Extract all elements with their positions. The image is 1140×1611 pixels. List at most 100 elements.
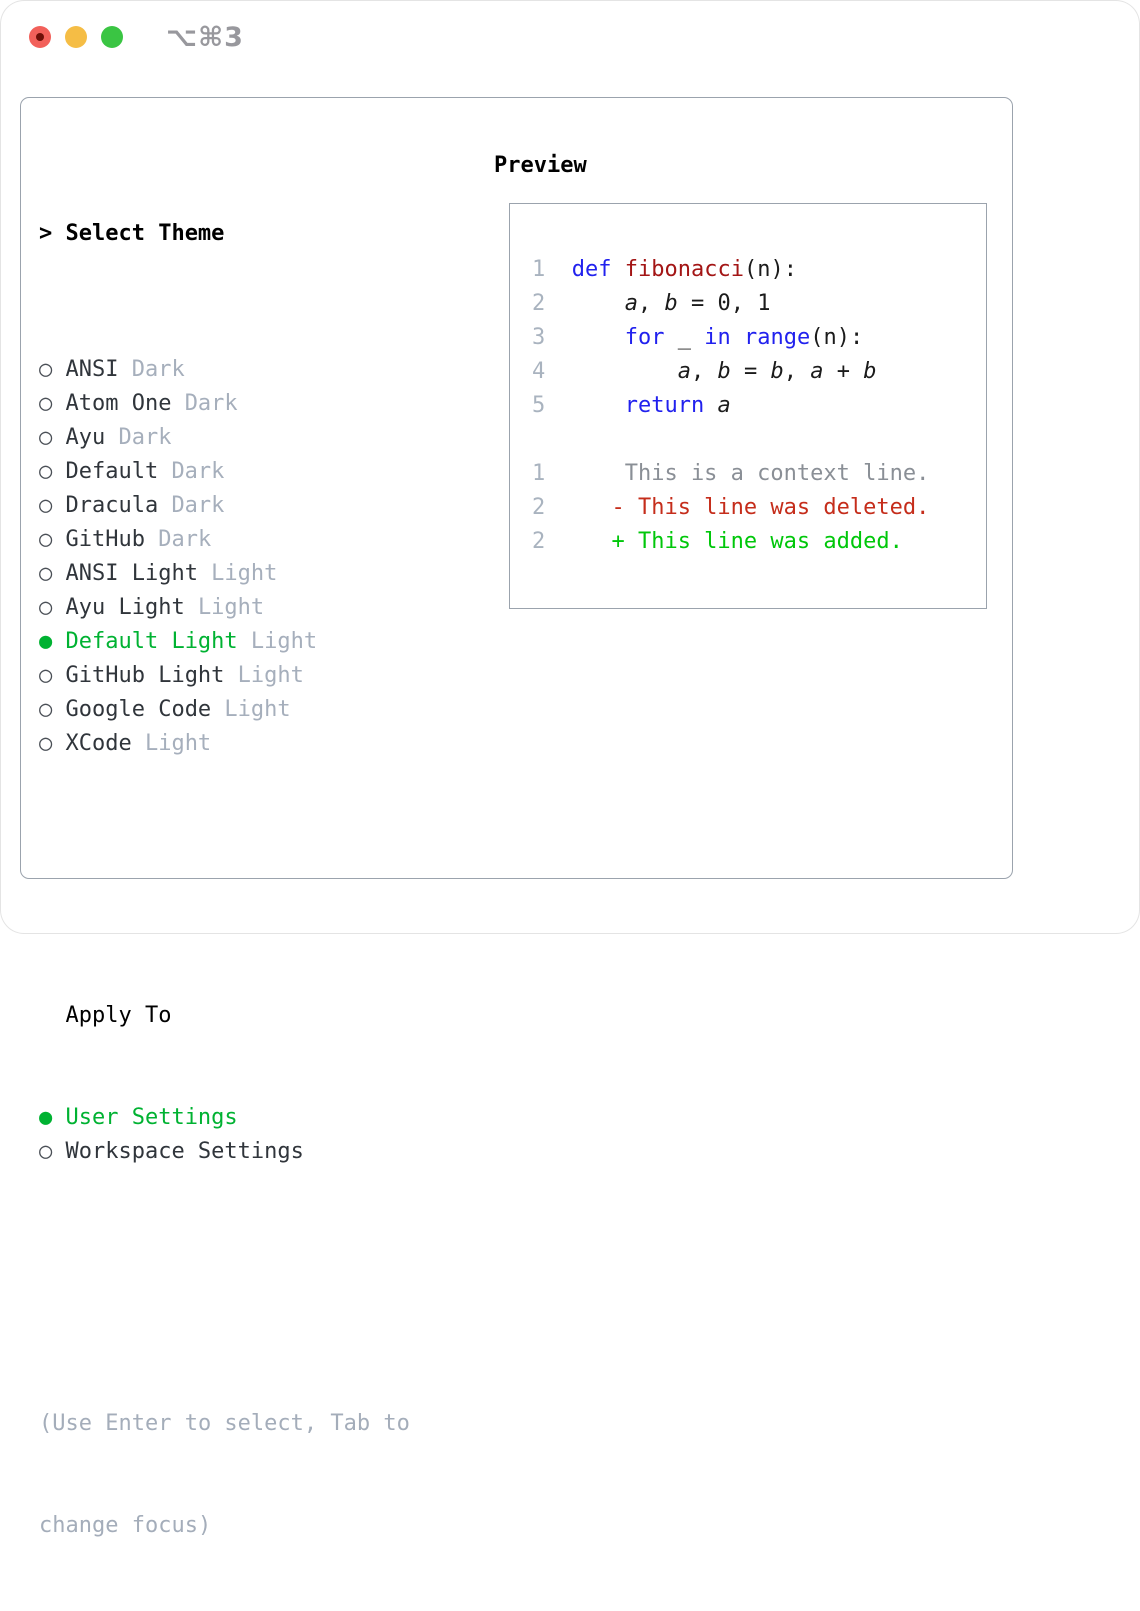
code-segment: b (863, 359, 877, 384)
help-text-line-2: change focus) (39, 1513, 212, 1538)
code-segment: b (717, 359, 731, 384)
radio-unselected-icon: ○ (39, 595, 53, 620)
theme-variant-label: Dark (171, 493, 225, 518)
theme-variant-label: Dark (131, 357, 185, 382)
theme-option-label: Ayu (65, 425, 106, 450)
code-segment: , (637, 291, 665, 316)
code-segment: (n): (810, 325, 864, 350)
preview-line: 2 a, b = 0, 1 (532, 287, 986, 321)
apply-option-label: Workspace Settings (65, 1139, 304, 1164)
zoom-button[interactable] (101, 26, 123, 48)
radio-unselected-icon: ○ (39, 357, 53, 382)
theme-option-label: Google Code (65, 697, 212, 722)
code-segment: def (571, 257, 612, 282)
theme-variant-label: Dark (184, 391, 238, 416)
minimize-button[interactable] (65, 26, 87, 48)
code-segment: a (717, 393, 731, 418)
theme-option-label: Dracula (65, 493, 159, 518)
radio-unselected-icon: ○ (39, 731, 53, 756)
line-number: 2 (532, 529, 546, 554)
apply-to-title: Apply To (65, 1003, 172, 1028)
preview-title: Preview (494, 153, 587, 178)
code-segment: b (770, 359, 784, 384)
radio-unselected-icon: ○ (39, 561, 53, 586)
preview-line: 5 return a (532, 389, 986, 423)
radio-unselected-icon: ○ (39, 425, 53, 450)
code-segment (572, 393, 625, 418)
radio-unselected-icon: ○ (39, 493, 53, 518)
code-segment: , (690, 359, 718, 384)
theme-variant-label: Light (211, 561, 278, 586)
code-segment: , (783, 359, 811, 384)
theme-variant-label: Dark (171, 459, 225, 484)
line-number: 3 (532, 325, 546, 350)
theme-option-dracula[interactable]: ○ Dracula Dark (39, 489, 410, 523)
theme-option-label: Default Light (65, 629, 238, 654)
theme-variant-label: Light (144, 731, 212, 756)
code-segment: b (664, 291, 678, 316)
code-segment: range (743, 325, 811, 350)
code-segment: - This line was deleted. (571, 495, 930, 520)
line-number: 2 (532, 291, 546, 316)
code-segment (572, 291, 625, 316)
theme-list-header: >Select Theme (39, 217, 410, 251)
code-segment (731, 325, 744, 350)
spacer (39, 863, 410, 897)
radio-unselected-icon: ○ (39, 459, 53, 484)
window-title: ⌥⌘3 (166, 22, 244, 53)
theme-option-ayu[interactable]: ○ Ayu Dark (39, 421, 410, 455)
theme-option-ansi[interactable]: ○ ANSI Dark (39, 353, 410, 387)
preview-line: 2 - This line was deleted. (532, 491, 986, 525)
theme-variant-label: Dark (118, 425, 172, 450)
focus-caret-icon: > (39, 221, 53, 246)
theme-option-github-light[interactable]: ○ GitHub Light Light (39, 659, 410, 693)
apply-option-user-settings[interactable]: ● User Settings (39, 1101, 410, 1135)
apply-option-label: User Settings (65, 1105, 238, 1130)
theme-option-label: ANSI Light (65, 561, 198, 586)
preview-line: 2 + This line was added. (532, 525, 986, 559)
theme-option-ansi-light[interactable]: ○ ANSI Light Light (39, 557, 410, 591)
code-segment: = 0, 1 (677, 291, 771, 316)
theme-variant-label: Light (224, 697, 291, 722)
preview-line: 1 This is a context line. (532, 457, 986, 491)
radio-unselected-icon: ○ (39, 663, 53, 688)
titlebar (29, 26, 137, 48)
preview-line: 4 a, b = b, a + b (532, 355, 986, 389)
theme-option-label: Ayu Light (65, 595, 185, 620)
close-button[interactable] (29, 26, 51, 48)
radio-selected-icon: ● (39, 1105, 53, 1130)
theme-option-label: ANSI (65, 357, 119, 382)
theme-variant-label: Light (237, 663, 304, 688)
line-number: 2 (532, 495, 546, 520)
help-text-line-1: (Use Enter to select, Tab to (39, 1411, 410, 1436)
theme-option-label: GitHub (65, 527, 145, 552)
code-segment: = (730, 359, 771, 384)
code-segment: for (624, 325, 665, 350)
code-segment (572, 325, 625, 350)
apply-to-list: ● User Settings ○ Workspace Settings (39, 1101, 410, 1169)
theme-option-label: GitHub Light (65, 663, 225, 688)
preview-line: 3 for _ in range(n): (532, 321, 986, 355)
code-segment: return (624, 393, 705, 418)
blank-line (532, 423, 986, 457)
close-dot-icon (36, 33, 44, 41)
line-number: 1 (532, 461, 546, 486)
radio-unselected-icon: ○ (39, 1139, 53, 1164)
theme-variant-label: Light (250, 629, 318, 654)
code-segment: _ (664, 325, 705, 350)
code-segment: a (810, 359, 824, 384)
code-segment: a (624, 291, 638, 316)
apply-option-workspace-settings[interactable]: ○ Workspace Settings (39, 1135, 410, 1169)
